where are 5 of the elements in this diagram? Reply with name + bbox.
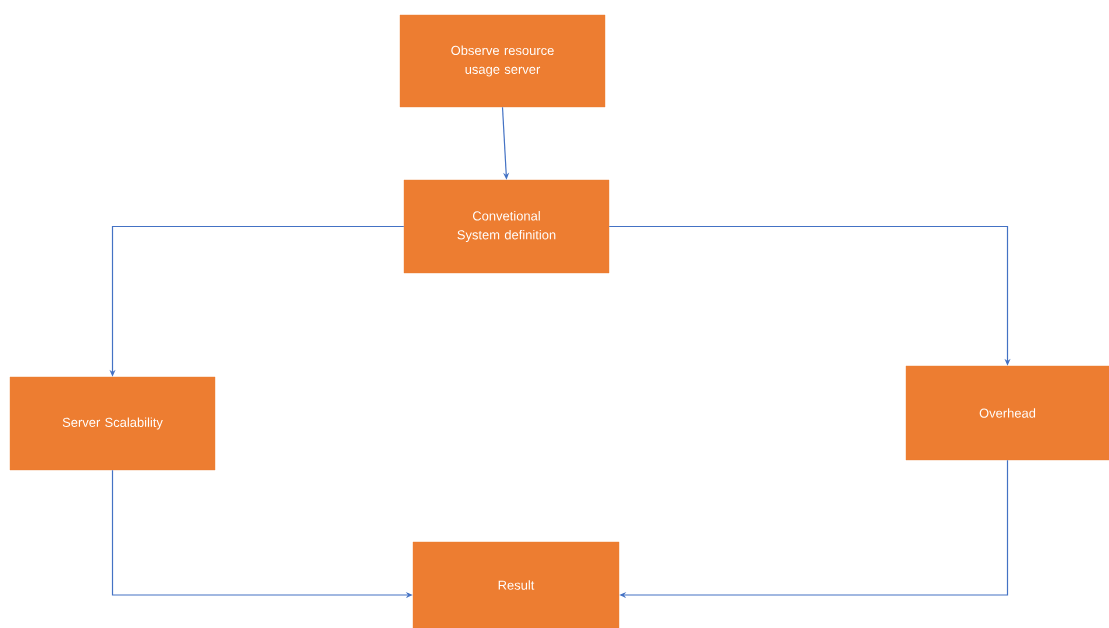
process-box: Overhead (905, 365, 1109, 461)
process-box: Result (412, 541, 620, 628)
process-box: Server Scalability (9, 376, 216, 471)
process-box: Observe resource usage server (399, 14, 606, 108)
process-box: Convetional System definition (403, 179, 610, 274)
